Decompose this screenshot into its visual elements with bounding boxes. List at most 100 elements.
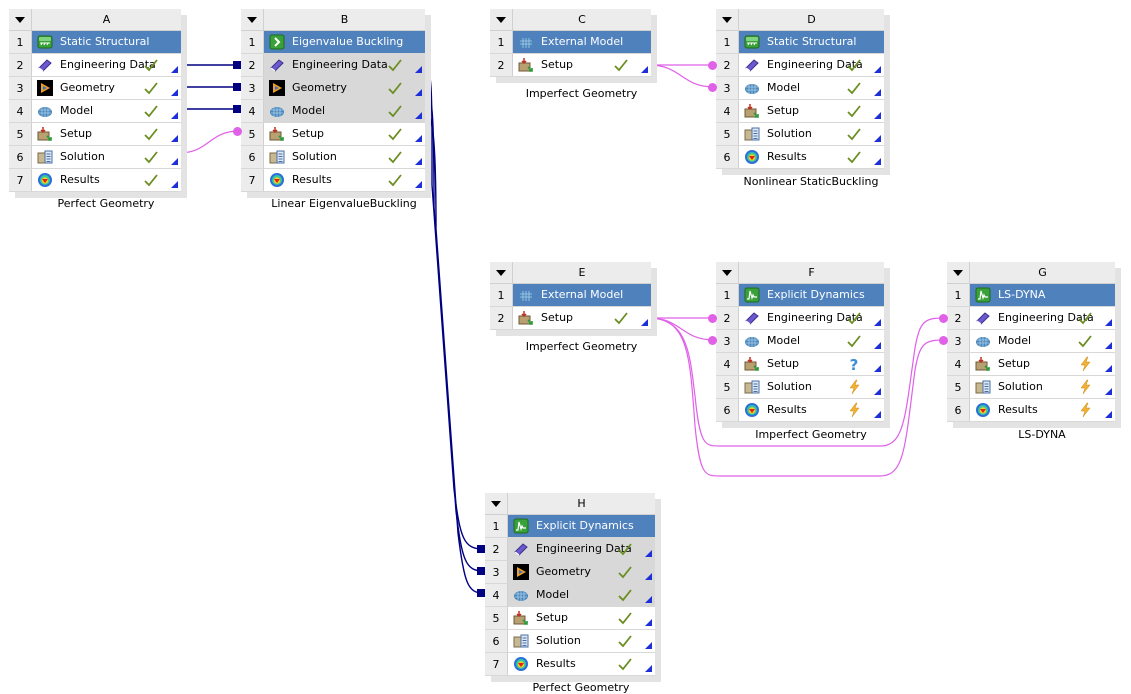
cell-corner-icon[interactable] <box>415 135 422 142</box>
cell-corner-icon[interactable] <box>874 66 881 73</box>
cell-corner-icon[interactable] <box>1105 319 1112 326</box>
cell-corner-icon[interactable] <box>171 89 178 96</box>
system-caption[interactable]: Linear EigenvalueBuckling <box>271 197 417 210</box>
cell[interactable]: Model <box>31 99 181 123</box>
cell-corner-icon[interactable] <box>874 158 881 165</box>
system-menu-button[interactable] <box>485 493 508 515</box>
cell-corner-icon[interactable] <box>171 112 178 119</box>
cell[interactable]: Model <box>969 329 1115 353</box>
cell-corner-icon[interactable] <box>1105 365 1112 372</box>
cell-corner-icon[interactable] <box>645 596 652 603</box>
cell-corner-icon[interactable] <box>874 342 881 349</box>
system-caption[interactable]: LS-DYNA <box>1018 428 1066 441</box>
cell[interactable]: Model <box>263 99 425 123</box>
cell[interactable]: Engineering Data <box>507 537 655 561</box>
cell-corner-icon[interactable] <box>874 135 881 142</box>
cell-corner-icon[interactable] <box>415 66 422 73</box>
cell[interactable]: Engineering Data <box>263 53 425 77</box>
cell[interactable]: LS-DYNA <box>969 283 1115 307</box>
cell-corner-icon[interactable] <box>874 365 881 372</box>
system-menu-button[interactable] <box>9 9 32 31</box>
cell-corner-icon[interactable] <box>171 135 178 142</box>
connection-transfer[interactable] <box>648 64 715 88</box>
cell[interactable]: Solution <box>263 145 425 169</box>
cell-corner-icon[interactable] <box>415 158 422 165</box>
cell-corner-icon[interactable] <box>641 319 648 326</box>
cell-corner-icon[interactable] <box>1105 388 1112 395</box>
cell-corner-icon[interactable] <box>415 89 422 96</box>
cell[interactable]: Geometry <box>507 560 655 584</box>
cell[interactable]: Eigenvalue Buckling <box>263 30 425 54</box>
cell[interactable]: Results <box>31 168 181 192</box>
cell-corner-icon[interactable] <box>645 665 652 672</box>
cell-corner-icon[interactable] <box>1105 411 1112 418</box>
system-menu-button[interactable] <box>947 262 970 284</box>
cell[interactable]: Setup? <box>738 352 884 376</box>
cell-corner-icon[interactable] <box>874 388 881 395</box>
system-caption[interactable]: Perfect Geometry <box>532 681 630 694</box>
cell[interactable]: Setup <box>507 606 655 630</box>
cell[interactable]: Results <box>738 145 884 169</box>
system-menu-button[interactable] <box>716 262 739 284</box>
system-menu-button[interactable] <box>490 9 513 31</box>
system-caption[interactable]: Nonlinear StaticBuckling <box>743 175 879 188</box>
cell[interactable]: Solution <box>969 375 1115 399</box>
cell[interactable]: External Model <box>512 283 651 307</box>
system-caption[interactable]: Imperfect Geometry <box>525 340 638 353</box>
cell[interactable]: Results <box>969 398 1115 422</box>
cell[interactable]: Engineering Data <box>969 306 1115 330</box>
cell[interactable]: Results <box>263 168 425 192</box>
system-menu-button[interactable] <box>490 262 513 284</box>
cell[interactable]: Model <box>738 76 884 100</box>
cell[interactable]: Setup <box>512 53 651 77</box>
cell[interactable]: External Model <box>512 30 651 54</box>
cell-corner-icon[interactable] <box>645 550 652 557</box>
cell[interactable]: Model <box>507 583 655 607</box>
cell[interactable]: Setup <box>263 122 425 146</box>
cell-corner-icon[interactable] <box>645 573 652 580</box>
cell[interactable]: Solution <box>738 375 884 399</box>
cell[interactable]: Setup <box>738 99 884 123</box>
cell[interactable]: Geometry <box>263 76 425 100</box>
cell-corner-icon[interactable] <box>645 619 652 626</box>
cell-corner-icon[interactable] <box>415 112 422 119</box>
cell[interactable]: Solution <box>31 145 181 169</box>
cell[interactable]: Explicit Dynamics <box>507 514 655 538</box>
connection-transfer[interactable] <box>648 317 715 341</box>
cell-corner-icon[interactable] <box>874 319 881 326</box>
system-caption[interactable]: Imperfect Geometry <box>525 87 638 100</box>
system-menu-button[interactable] <box>241 9 264 31</box>
system-caption[interactable]: Perfect Geometry <box>57 197 155 210</box>
